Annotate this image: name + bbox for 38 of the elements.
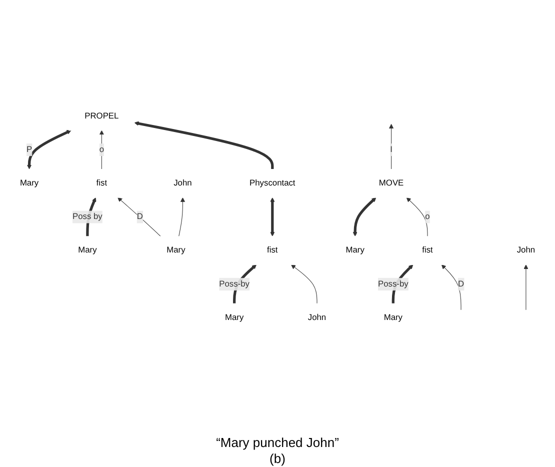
arrow [134,121,274,170]
arrow [26,130,72,170]
arrow [291,264,318,304]
node-text: Mary [78,246,97,255]
node-text: fist [267,246,278,255]
node-text: Mary [166,246,186,255]
edge-label: D [458,279,464,288]
node-text: MOVE [378,178,404,188]
arrow [118,197,161,237]
node-text: Mary [346,246,364,255]
node-text: Physcontact [250,178,296,188]
edge-label: o [425,212,430,222]
arrow [406,197,428,237]
edge-label: o [99,145,104,154]
arrow [270,197,275,236]
node-text: John [308,313,326,322]
node-text: Mary [225,313,244,322]
arrow [524,264,528,310]
node-text: John [516,246,536,255]
node-text: fist [422,246,433,255]
node-text: Mary [20,178,39,188]
edge-label: I [390,145,392,154]
arrow [388,124,394,170]
edge-label: Poss by [72,212,102,222]
arrow [441,264,462,310]
arrow [352,197,376,236]
node-text: fist [96,178,108,188]
caption: “Mary punched John” [216,435,339,450]
figure-label: (b) [268,451,286,466]
node-text: PROPEL [84,112,119,120]
edge-label: Poss-by [219,279,250,288]
edge-label: Poss-by [378,279,408,288]
edge-label: P [26,145,32,154]
arrow [99,130,104,170]
arrow [178,197,186,237]
node-text: Mary [384,313,402,322]
node-text: John [174,178,192,188]
edge-label: D [136,212,143,222]
